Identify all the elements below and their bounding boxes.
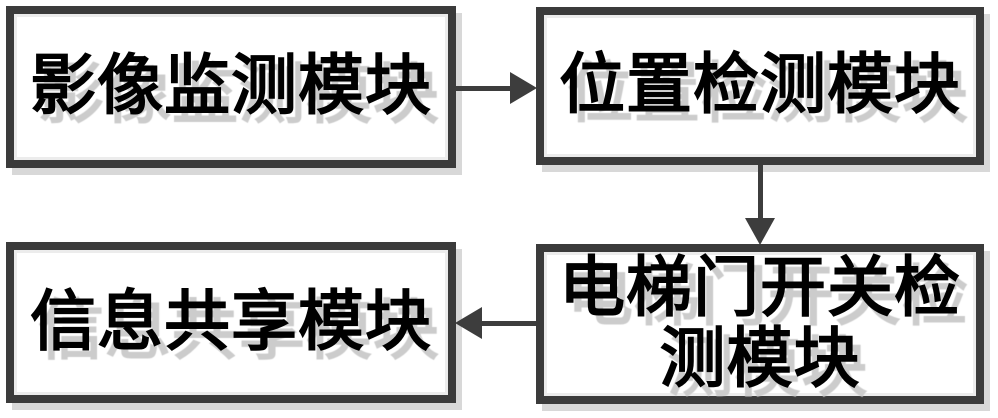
box-image-monitoring-module: 影像监测模块 [6, 6, 456, 168]
box-position-detection-module: 位置检测模块 [536, 7, 984, 165]
left-arrow-line [480, 321, 536, 326]
down-arrow-line [758, 165, 763, 220]
right-arrow-line [456, 86, 512, 91]
box-elevator-door-switch-detection-module: 电梯门开关检测模块 [536, 244, 984, 404]
box-image-monitoring-module-label: 影像监测模块 [30, 50, 432, 124]
down-arrow-head [745, 218, 775, 245]
right-arrow-head [510, 72, 537, 104]
left-arrow-head [455, 307, 482, 339]
box-elevator-door-switch-detection-module-label: 电梯门开关检测模块 [559, 251, 961, 396]
box-information-sharing-module: 信息共享模块 [6, 242, 456, 403]
box-information-sharing-module-label: 信息共享模块 [30, 285, 432, 359]
box-position-detection-module-label: 位置检测模块 [559, 49, 961, 123]
